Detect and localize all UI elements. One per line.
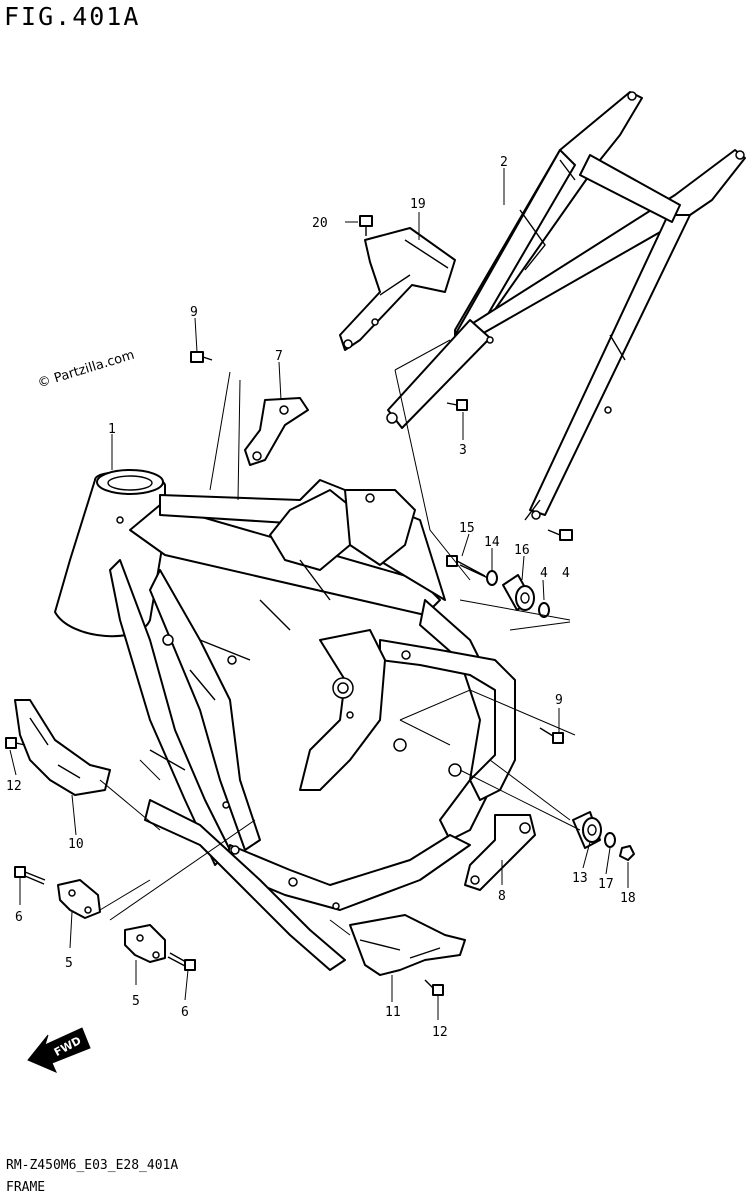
callout-15: 15 [459, 521, 475, 536]
footrest-bracket-left[interactable] [57, 879, 101, 919]
callout-5a: 5 [65, 956, 73, 971]
callout-9b: 9 [555, 693, 563, 708]
frame-guard-right[interactable] [349, 914, 466, 976]
bolt-9-upper[interactable] [190, 351, 213, 363]
bolt-9-lower[interactable] [539, 727, 564, 744]
subframe-bracket[interactable] [339, 227, 456, 351]
engine-mount-bracket-upper[interactable] [244, 397, 309, 466]
callout-6b: 6 [181, 1005, 189, 1020]
bolt-4-upper[interactable] [547, 529, 573, 541]
callout-17: 17 [598, 877, 614, 892]
bolt-12-right[interactable] [424, 979, 444, 996]
diagram-code: RM-Z450M6_E03_E28_401A [6, 1158, 179, 1173]
callout-7: 7 [275, 349, 283, 364]
footrest-bracket-right[interactable] [124, 924, 166, 963]
callout-4b: 4 [562, 566, 570, 581]
washer-17[interactable] [604, 832, 616, 848]
nut-18[interactable] [619, 845, 635, 861]
callout-3: 3 [459, 443, 467, 458]
bolt-6-right[interactable] [167, 952, 196, 971]
callout-11: 11 [385, 1005, 401, 1020]
reference-lines [99, 339, 581, 936]
figure-caption: FRAME [6, 1180, 46, 1195]
callout-4a: 4 [540, 566, 548, 581]
callout-5b: 5 [132, 994, 140, 1009]
callout-19: 19 [410, 197, 426, 212]
callout-12b: 12 [432, 1025, 448, 1040]
bolt-12-left[interactable] [5, 737, 26, 749]
engine-mount-bracket-lower[interactable] [464, 814, 536, 891]
callout-10: 10 [68, 837, 84, 852]
callout-13: 13 [572, 871, 588, 886]
leader-lines [9, 168, 629, 1020]
bolt-6-left[interactable] [14, 866, 46, 885]
forward-arrow-icon: FWD [27, 1027, 91, 1073]
callout-20: 20 [312, 216, 328, 231]
callout-16: 16 [514, 543, 530, 558]
rear-subframe[interactable] [386, 91, 746, 521]
bolt-15[interactable] [446, 555, 489, 579]
collar-16[interactable] [502, 574, 535, 611]
main-frame[interactable] [54, 469, 516, 971]
frame-guard-left[interactable] [14, 699, 111, 796]
nut-4[interactable] [538, 602, 550, 618]
bolt-20[interactable] [359, 215, 373, 236]
callout-14: 14 [484, 535, 500, 550]
callout-18: 18 [620, 891, 636, 906]
figure-title: FIG.401A [4, 2, 141, 31]
callout-2: 2 [500, 155, 508, 170]
callout-6a: 6 [15, 910, 23, 925]
washer-14[interactable] [486, 570, 498, 586]
callout-labels: 1 2 3 4 4 5 5 6 6 7 8 9 9 10 11 12 12 13… [6, 155, 636, 1040]
callout-1: 1 [108, 422, 116, 437]
bolt-3[interactable] [446, 399, 468, 411]
collar-13[interactable] [572, 811, 602, 849]
callout-9a: 9 [190, 305, 198, 320]
callout-12a: 12 [6, 779, 22, 794]
callout-8: 8 [498, 889, 506, 904]
